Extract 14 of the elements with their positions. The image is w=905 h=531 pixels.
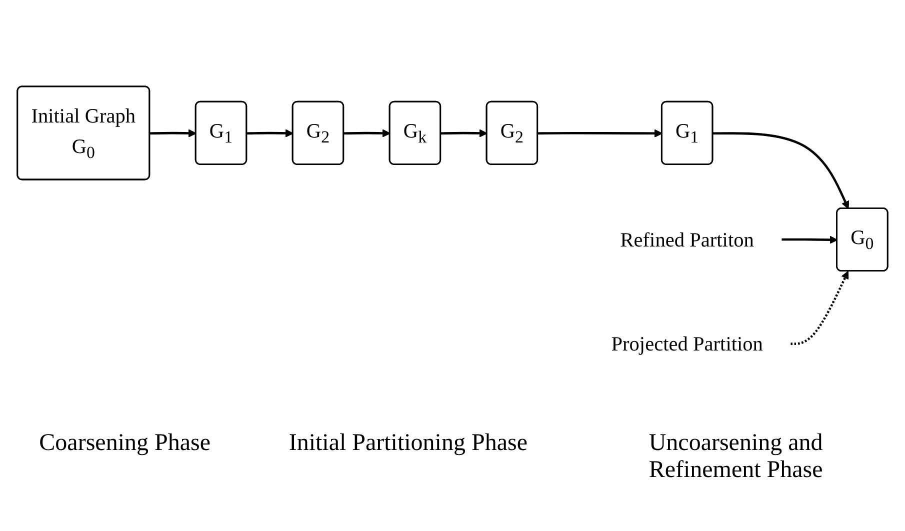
flowchart: Initial Graph G$_{0}$ G$_{1}$ G$_{2}$ G$_{k}$ G$_{2}$ G$_{1}$ Refined Partiton G$_{0}$ Projected Partition bbox=[10, 79, 895, 381]
arrow bbox=[440, 130, 488, 138]
arrow bbox=[790, 271, 849, 346]
phase-label: Uncoarsening and Refinement Phase bbox=[648, 430, 824, 484]
node-text: Refined Partiton bbox=[620, 228, 754, 252]
arrow bbox=[150, 130, 196, 138]
arrow bbox=[246, 130, 294, 138]
arrow bbox=[782, 236, 838, 244]
arrow bbox=[344, 130, 390, 138]
arrow bbox=[712, 132, 850, 210]
node-text: Projected Partition bbox=[611, 332, 763, 356]
arrow bbox=[538, 130, 662, 138]
phase-label: Initial Partitioning Phase bbox=[288, 430, 528, 458]
phase-label: Coarsening Phase bbox=[39, 430, 210, 458]
